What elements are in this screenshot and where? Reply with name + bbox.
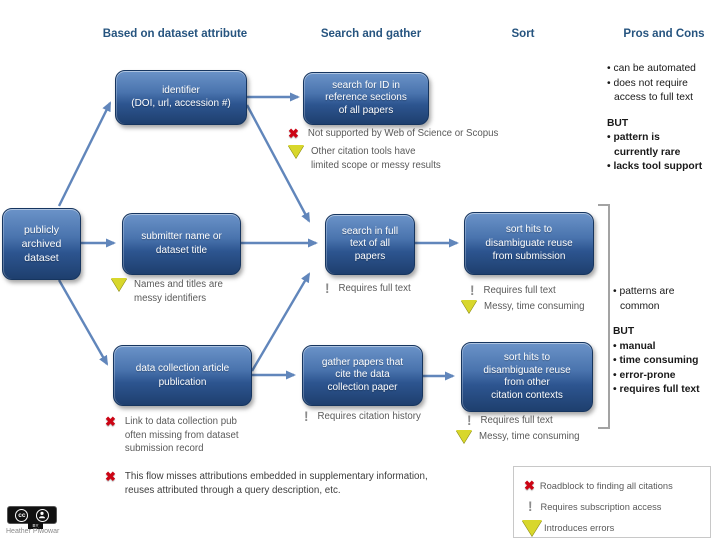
annotation-requires-fulltext-sort1: ! Requires full text xyxy=(470,284,556,298)
roadblock-icon: ✖ xyxy=(105,469,116,484)
legend-item-subscription: ! Requires subscription access xyxy=(524,496,710,517)
arrow-identifier-to-search-fulltext xyxy=(245,104,311,223)
annotation-text: Not supported by Web of Science or Scopu… xyxy=(307,128,499,139)
pros-cons-section-2: patterns are common BUT manual time cons… xyxy=(613,285,720,398)
column-header-sort: Sort xyxy=(511,28,535,40)
node-gather-citing-papers: gather papers that cite the data collect… xyxy=(302,345,423,406)
pros-line: time consuming xyxy=(613,354,720,369)
exclamation-icon: ! xyxy=(325,281,330,296)
annotation-citation-history: ! Requires citation history xyxy=(304,410,421,424)
bracket-right xyxy=(598,204,610,429)
exclamation-icon: ! xyxy=(467,413,472,428)
arrow-source-to-identifier xyxy=(57,101,112,207)
cc-icon: cc xyxy=(15,508,29,522)
pros-line: manual xyxy=(613,340,720,355)
column-header-pros-cons: Pros and Cons xyxy=(623,28,705,40)
roadblock-icon: ✖ xyxy=(288,126,299,141)
legend-label: Introduces errors xyxy=(544,522,615,533)
legend-box: ✖ Roadblock to finding all citations ! R… xyxy=(513,466,711,538)
warning-triangle-icon xyxy=(288,145,304,158)
annotation-not-supported: ✖ Not supported by Web of Science or Sco… xyxy=(288,127,498,141)
annotation-text: Other citation tools have limited scope … xyxy=(311,146,441,171)
annotation-requires-fulltext-search: ! Requires full text xyxy=(325,282,411,296)
pros-line: access to full text xyxy=(614,92,693,103)
pros-line: does not require xyxy=(607,77,720,92)
column-header-attribute: Based on dataset attribute xyxy=(102,28,248,40)
node-search-full-text: search in full text of all papers xyxy=(325,214,415,275)
annotation-flow-note: ✖ This flow misses attributions embedded… xyxy=(105,470,465,497)
roadblock-icon: ✖ xyxy=(105,414,116,429)
node-submitter-name: submitter name or dataset title xyxy=(122,213,241,275)
author-credit: Heather Piwowar xyxy=(6,528,60,535)
pros-line: common xyxy=(620,300,660,312)
warning-triangle-icon xyxy=(461,300,477,313)
pros-line: patterns are xyxy=(613,285,720,300)
node-sort-other-contexts: sort hits to disambiguate reuse from oth… xyxy=(461,342,593,412)
annotation-text: Names and titles are messy identifiers xyxy=(134,279,223,304)
exclamation-icon: ! xyxy=(304,409,309,424)
annotation-text: Requires full text xyxy=(338,283,411,294)
pros-line: can be automated xyxy=(607,62,720,77)
license-by-tag: BY xyxy=(28,523,43,529)
exclamation-icon: ! xyxy=(528,498,533,514)
arrow-data-collection-to-search-fulltext xyxy=(250,272,311,372)
annotation-text: Requires citation history xyxy=(317,411,421,422)
annotation-other-tools: Other citation tools have limited scope … xyxy=(288,145,441,172)
column-header-search: Search and gather xyxy=(320,28,422,40)
pros-line: lacks tool support xyxy=(607,160,720,175)
legend-item-errors: Introduces errors xyxy=(522,517,710,538)
annotation-text: Messy, time consuming xyxy=(479,431,580,442)
node-identifier: identifier (DOI, url, accession #) xyxy=(115,70,247,125)
pros-line: BUT xyxy=(613,326,635,337)
annotation-text: This flow misses attributions embedded i… xyxy=(124,471,428,496)
pros-line: requires full text xyxy=(613,383,720,398)
pros-line: currently rare xyxy=(614,146,681,158)
by-person-icon xyxy=(35,508,49,522)
annotation-text: Requires full text xyxy=(480,415,553,426)
annotation-link-missing: ✖ Link to data collection pub often miss… xyxy=(105,415,239,456)
annotation-requires-fulltext-sort2: ! Requires full text xyxy=(467,414,553,428)
annotation-text: Link to data collection pub often missin… xyxy=(124,416,239,454)
annotation-messy-sort1: Messy, time consuming xyxy=(461,300,585,314)
node-sort-from-submission: sort hits to disambiguate reuse from sub… xyxy=(464,212,594,275)
node-search-for-id: search for ID in reference sections of a… xyxy=(303,72,429,125)
legend-item-roadblock: ✖ Roadblock to finding all citations xyxy=(524,475,710,496)
warning-triangle-icon xyxy=(111,278,127,291)
pros-line: BUT xyxy=(607,117,629,129)
warning-triangle-icon xyxy=(456,430,472,443)
roadblock-icon: ✖ xyxy=(524,478,535,493)
arrow-source-to-data-collection xyxy=(57,279,109,366)
exclamation-icon: ! xyxy=(470,283,475,298)
warning-triangle-icon xyxy=(522,519,542,536)
pros-line: pattern is xyxy=(607,131,720,146)
annotation-messy-sort2: Messy, time consuming xyxy=(456,430,580,444)
node-data-collection-article: data collection article publication xyxy=(113,345,252,406)
pros-cons-section-1: can be automated does not require access… xyxy=(607,62,720,175)
annotation-text: Messy, time consuming xyxy=(484,301,585,312)
annotation-messy-names: Names and titles are messy identifiers xyxy=(111,278,223,305)
legend-label: Roadblock to finding all citations xyxy=(539,480,673,491)
cc-license-badge: cc xyxy=(7,506,57,524)
pros-line: error-prone xyxy=(613,369,720,384)
node-publicly-archived-dataset: publicly archived dataset xyxy=(2,208,81,280)
legend-label: Requires subscription access xyxy=(540,501,662,512)
annotation-text: Requires full text xyxy=(483,285,556,296)
